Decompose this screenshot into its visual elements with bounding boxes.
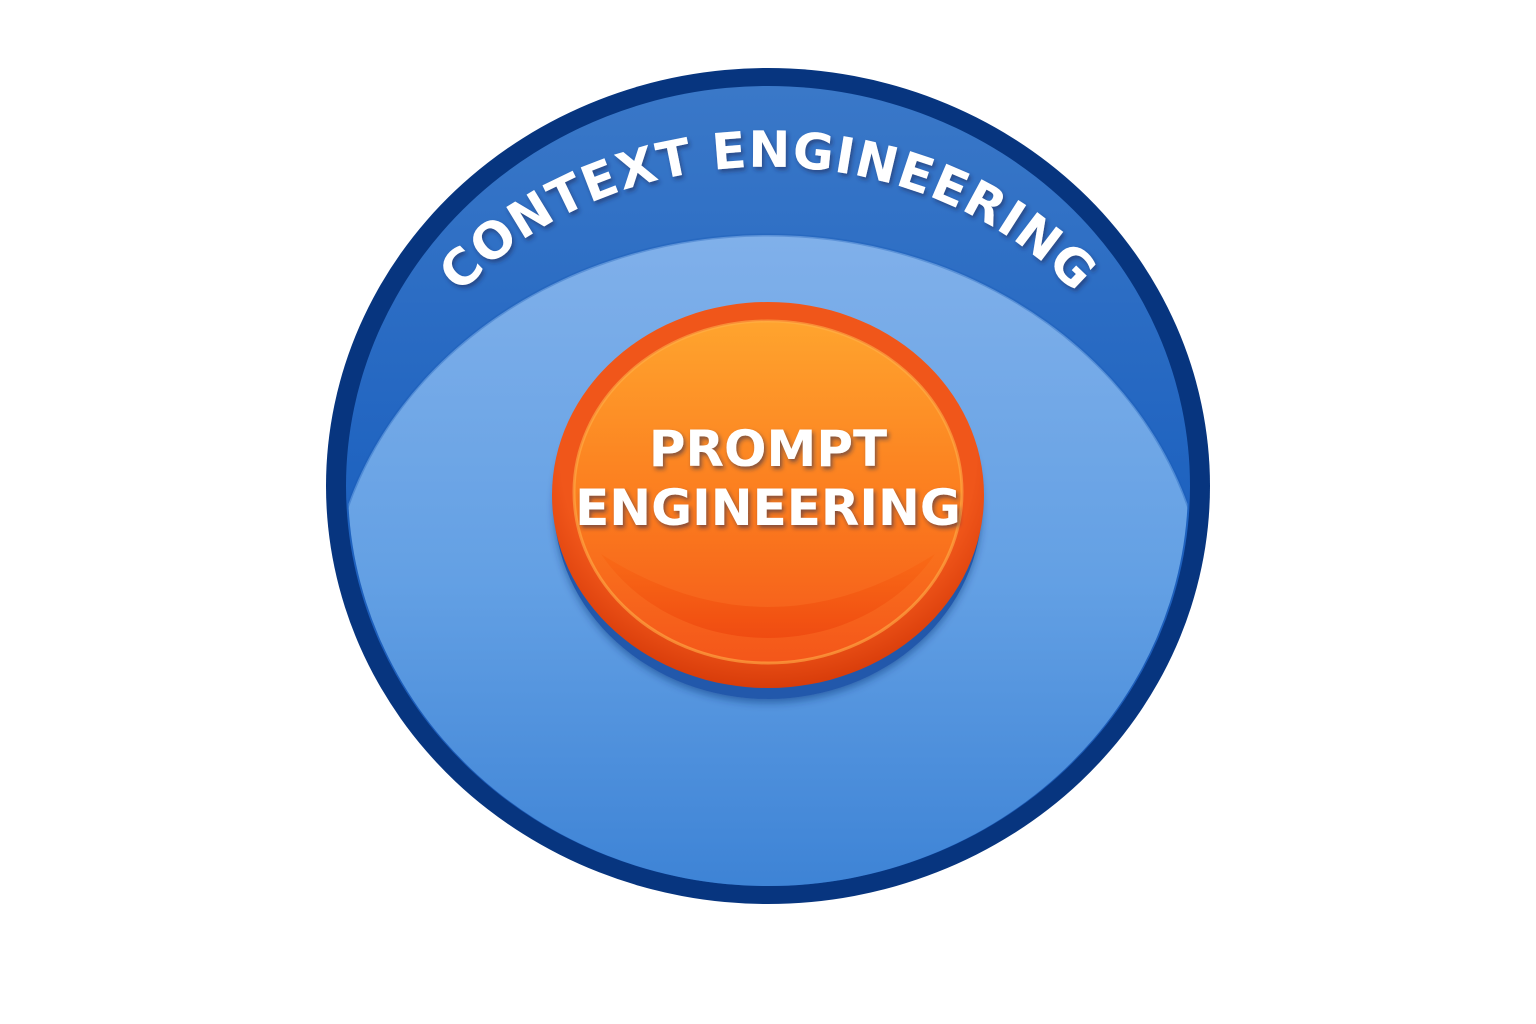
inner-circle: PROMPT ENGINEERING bbox=[552, 302, 984, 699]
inner-circle-lower-highlight bbox=[601, 554, 935, 638]
inner-circle-face bbox=[574, 321, 962, 663]
prompt-label: PROMPT bbox=[649, 420, 887, 478]
engineering-label: ENGINEERING bbox=[575, 479, 961, 537]
outer-circle: CONTEXT ENGINEERING bbox=[326, 68, 1210, 904]
inner-circle-face-rim bbox=[572, 319, 964, 665]
inner-field-edge bbox=[348, 233, 1188, 886]
